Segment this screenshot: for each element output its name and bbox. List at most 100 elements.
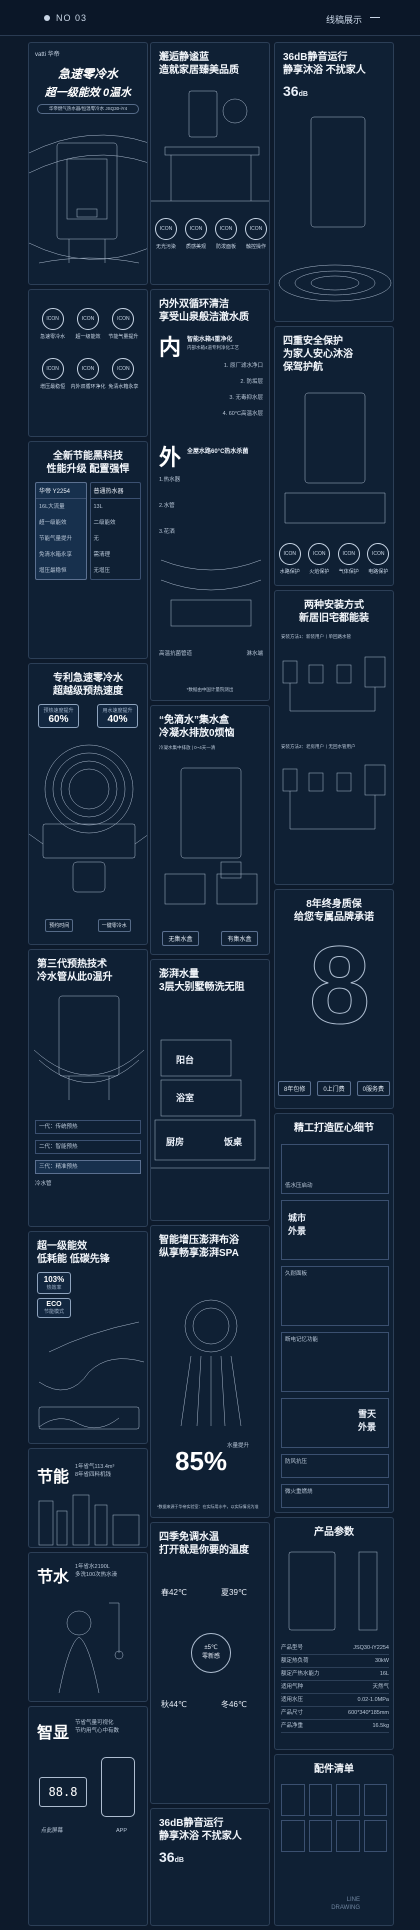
install-method-b: 安装方法2：老房用户丨无回水管用户 (281, 744, 356, 749)
season-temp: 夏39℃ (221, 1588, 247, 1597)
efficiency-label: 热效率 (46, 1285, 62, 1291)
dual-cycle-panel: 内外双循环清洁 享受山泉般洁澈水质 内 智能水箱4重净化 内部水箱4道专利净化工… (150, 289, 270, 701)
dual-cycle-title-1: 内外双循环清洁 (159, 299, 229, 310)
season-temp: 秋44℃ (161, 1700, 187, 1709)
silent-title-2: 静享沐浴 不扰家人 (283, 65, 366, 76)
db-unit: dB (174, 1857, 184, 1864)
city-drawing (29, 1491, 147, 1547)
safety-title-3: 保驾护航 (283, 362, 323, 373)
detail-label: 断电记忆功能 (285, 1337, 319, 1343)
comparison-right-row: 无增压 (93, 568, 111, 574)
detail-card: 低水压启动 (281, 1144, 389, 1194)
spec-title: 产品参数 (314, 1527, 354, 1538)
feature-icon: ICON (185, 218, 207, 240)
kitchen-drawing (151, 81, 269, 211)
feature-label: 触控操作 (245, 244, 266, 250)
brand-logo: vatti 华帝 (35, 52, 60, 58)
feature-icon: ICON (337, 543, 360, 565)
eco-title-1: 超一级能效 (37, 1241, 87, 1252)
detail-label: 城市外景 (288, 1213, 307, 1236)
flow-note: *数据来源于华帝实验室：在实际用水中，以实际情况为准 (157, 1504, 259, 1509)
comparison-right-row: 需清理 (93, 552, 111, 558)
temperature-panel: 四季免调水温 打开就是你要的温度 ±5℃ 零新感 春42℃ 夏39℃ 秋44℃ … (150, 1522, 270, 1804)
silent2-title-2: 静享沐浴 不扰家人 (159, 1831, 242, 1842)
save-gas-heading: 节能 (37, 1469, 70, 1486)
temp-title-1: 四季免调水温 (159, 1532, 219, 1543)
install-title-2: 新居旧宅都能装 (299, 613, 369, 624)
db-value: 36 (159, 1849, 175, 1865)
spec-key: 适用水压 (281, 1697, 304, 1703)
stat-value: 60% (48, 714, 69, 725)
with-box-tag: 有集水盒 (221, 931, 258, 946)
inner-char: 内 (159, 335, 182, 360)
section-title: 线稿展示 (325, 15, 362, 25)
detail-card: 防风抗压 (281, 1454, 389, 1478)
comparison-left-row: 超一级能效 (39, 520, 67, 526)
section-number: NO 03 (56, 13, 88, 23)
feature-icon: ICON (112, 358, 135, 380)
spec-value: 30kW (374, 1658, 389, 1664)
hero-title-1: 急速零冷水 (57, 67, 118, 81)
spec-key: 产品尺寸 (281, 1710, 304, 1716)
comparison-right-row: 无 (93, 536, 100, 542)
feature-label: 增压最稳恒 (40, 384, 66, 390)
safety-title-2: 为家人安心沐浴 (283, 349, 353, 360)
hero-panel: vatti 华帝 急速零冷水 超一级能效 0温水 华帝燃气热水器/恒温零冷水 J… (28, 42, 148, 285)
stat-label: 预热速度提升 (43, 708, 74, 714)
accessory-item (281, 1784, 305, 1816)
floor-label: 浴室 (173, 1090, 198, 1105)
cold-pipe-label: 冷水管 (35, 1181, 52, 1187)
spa-title-2: 纵享畅享澎湃SPA (159, 1248, 239, 1259)
save-water-text: 1年省水2190L 多洗100次热水澡 (75, 1564, 118, 1578)
feature-icon: ICON (41, 308, 64, 330)
silent-heater-drawing (275, 113, 393, 313)
floor-label: 阳台 (173, 1052, 198, 1067)
comparison-right-column: 普通热水器 13L 二级能效 无 需清理 无增压 (89, 482, 141, 580)
silent-panel: 36dB静音运行 静享沐浴 不扰家人 36dB (274, 42, 394, 322)
comparison-left-column: 华帝 Y2254 16L大流量 超一级能效 节能气量提升 免清水箱永享 增压最稳… (35, 482, 87, 580)
install-panel: 两种安装方式 新居旧宅都能装 安装方法1：新装用户丨单回路水管 安装方法2：老房… (274, 590, 394, 885)
smart-display-text: 节省气量可视化 节约用气心中有数 (75, 1720, 120, 1734)
detail-card: 久耐面板 (281, 1266, 389, 1326)
schedule-tag: 预约时间 (45, 919, 74, 932)
detail-card: 城市外景 (281, 1200, 389, 1260)
dual-cycle-title-2: 享受山泉般洁澈水质 (159, 312, 249, 323)
feature-label: 质感美观 (185, 244, 206, 250)
install-title-1: 两种安装方式 (304, 600, 364, 611)
feature-icon: ICON (245, 218, 267, 240)
spec-key: 适用气种 (281, 1684, 304, 1690)
warranty-badge: 8年包修 (277, 1081, 312, 1096)
outer-item: 2.水管 (159, 503, 175, 509)
feature-icon: ICON (112, 308, 135, 330)
eco-value: ECO (46, 1301, 62, 1308)
feature-label: 节能气量提升 (108, 334, 139, 340)
feature-icon: ICON (308, 543, 331, 565)
comparison-left-row: 节能气量提升 (39, 536, 73, 542)
detail-label: 雪天外景 (358, 1409, 377, 1432)
accessory-item (336, 1820, 360, 1852)
accessory-title: 配件清单 (314, 1764, 354, 1775)
villa-title-2: 3层大别墅畅洗无阻 (159, 982, 245, 993)
comparison-title-1: 全新节能黑科技 (53, 451, 123, 462)
save-water-heading: 节水 (37, 1569, 70, 1586)
comparison-left-row: 免清水箱永享 (39, 552, 73, 558)
spec-value: 16.5kg (372, 1723, 389, 1729)
hero-heater-drawing (29, 113, 147, 283)
blue-feature: ICON 质感美观 (185, 218, 207, 250)
shower-head-drawing (151, 1266, 269, 1436)
warranty-title-2: 给您专属品牌承诺 (294, 912, 374, 923)
floor-label: 厨房 (163, 1134, 188, 1149)
feature-icon: ICON (155, 218, 177, 240)
comparison-left-row: 16L大流量 (39, 504, 65, 510)
outer-title: 全屋水路60°C热水杀菌 (187, 449, 249, 455)
blue-feature: ICON 触控操作 (245, 218, 267, 250)
